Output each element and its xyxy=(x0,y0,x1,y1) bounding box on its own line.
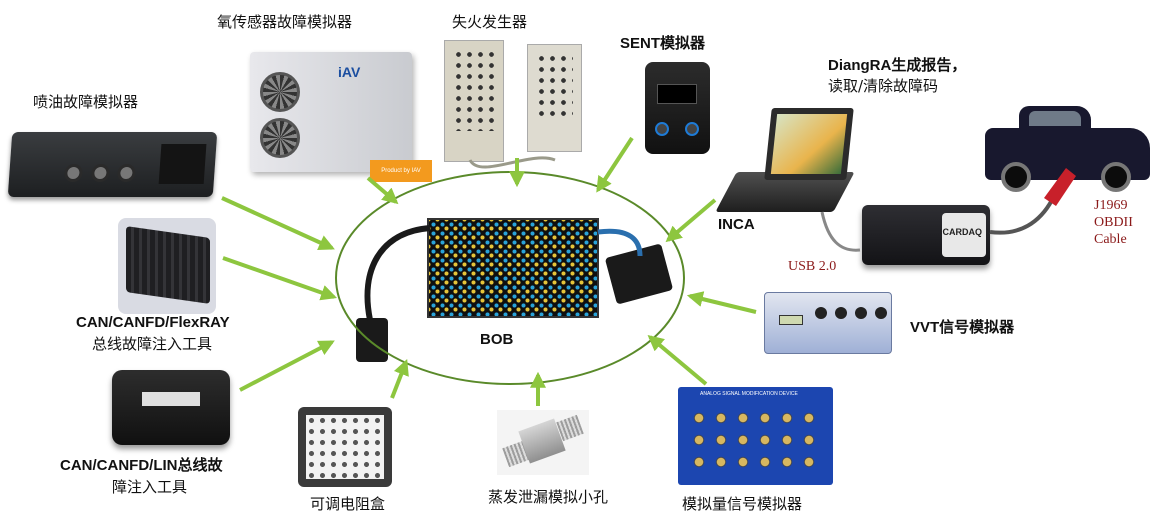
knob-icon xyxy=(685,122,699,136)
arrow xyxy=(596,136,634,193)
label-diagra-line1: DiangRA生成报告， xyxy=(828,57,967,74)
harness-cable xyxy=(597,228,643,257)
analog-signal-device: ANALOG SIGNAL MODIFICATION DEVICE xyxy=(678,387,833,485)
arrow xyxy=(686,291,757,314)
knob-icon xyxy=(835,307,847,319)
bob-connector-left xyxy=(356,318,388,362)
display-screen xyxy=(657,84,697,104)
bob-ellipse xyxy=(335,171,685,385)
sent-simulator-device xyxy=(645,62,710,154)
vvt-simulator-device xyxy=(764,292,892,354)
arrow xyxy=(390,359,409,399)
arrow xyxy=(366,176,399,205)
label-lin-line2: 障注入工具 xyxy=(112,478,188,496)
label-sent-simulator: SENT模拟器 xyxy=(620,35,706,52)
truck-window xyxy=(1029,111,1081,126)
arrows xyxy=(221,136,757,406)
device-sticker xyxy=(142,392,200,406)
knob-icon xyxy=(875,307,887,319)
label-lin-line1: CAN/CANFD/LIN总线故 xyxy=(60,457,223,474)
evap-orifice-fitting xyxy=(497,410,589,475)
misfire-generator-device-1 xyxy=(444,40,504,162)
asm-title: ANALOG SIGNAL MODIFICATION DEVICE xyxy=(700,391,798,397)
label-j1969-line3: Cable xyxy=(1094,232,1127,247)
usb-cable xyxy=(820,211,861,252)
potentiometer-grid xyxy=(688,407,823,477)
connector-grid xyxy=(536,53,573,121)
fan-icon xyxy=(260,118,300,158)
label-resistor-box: 可调电阻盒 xyxy=(310,495,386,513)
flexray-fault-injection-device xyxy=(118,218,216,314)
arrow xyxy=(222,256,338,301)
knob-icon xyxy=(855,307,867,319)
label-j1969-line2: OBDII xyxy=(1094,215,1133,230)
iav-product-tag: Product by IAV xyxy=(370,160,432,182)
arrow xyxy=(221,196,335,250)
resistor-box-device xyxy=(298,407,392,487)
knob-icon xyxy=(815,307,827,319)
label-o2-simulator: 氧传感器故障模拟器 xyxy=(217,13,353,31)
label-bob: BOB xyxy=(480,331,514,348)
lin-fault-injection-device xyxy=(112,370,230,445)
label-injector-simulator: 喷油故障模拟器 xyxy=(33,93,139,111)
lcd-display xyxy=(779,315,803,325)
label-flexray-line1: CAN/CANFD/FlexRAY xyxy=(76,314,230,331)
connector-grid xyxy=(453,49,495,131)
misfire-cable xyxy=(468,156,556,169)
label-analog-simulator: 模拟量信号模拟器 xyxy=(682,495,803,513)
label-j1969-line1: J1969 xyxy=(1094,198,1128,213)
obd-connector xyxy=(1044,168,1076,206)
arrow xyxy=(239,340,335,392)
arrow xyxy=(665,198,717,243)
label-inca: INCA xyxy=(718,216,755,233)
label-flexray-line2: 总线故障注入工具 xyxy=(92,335,213,353)
iav-logo: iAV xyxy=(338,64,361,80)
harness-cable xyxy=(364,225,431,321)
label-vvt-simulator: VVT信号模拟器 xyxy=(910,319,1015,336)
label-misfire-generator: 失火发生器 xyxy=(452,13,528,31)
resistor-panel xyxy=(306,415,384,479)
label-evap-orifice: 蒸发泄漏模拟小孔 xyxy=(488,488,609,506)
cardaq-face xyxy=(942,213,986,257)
bob-breakout-board xyxy=(427,218,599,318)
label-usb: USB 2.0 xyxy=(788,259,837,274)
fan-icon xyxy=(260,72,300,112)
misfire-generator-device-2 xyxy=(527,44,582,152)
label-diagra-line2: 读取/清除故障码 xyxy=(828,77,939,95)
o2-sensor-simulator-device: iAV Product by IAV xyxy=(250,52,432,182)
wheel-icon xyxy=(1101,162,1131,192)
cardaq-device: CARDAQ xyxy=(862,205,990,265)
arrow xyxy=(647,334,708,386)
cardaq-label: CARDAQ xyxy=(942,227,983,237)
knob-icon xyxy=(655,122,669,136)
obd-cable xyxy=(989,199,1054,235)
wheel-icon xyxy=(1001,162,1031,192)
